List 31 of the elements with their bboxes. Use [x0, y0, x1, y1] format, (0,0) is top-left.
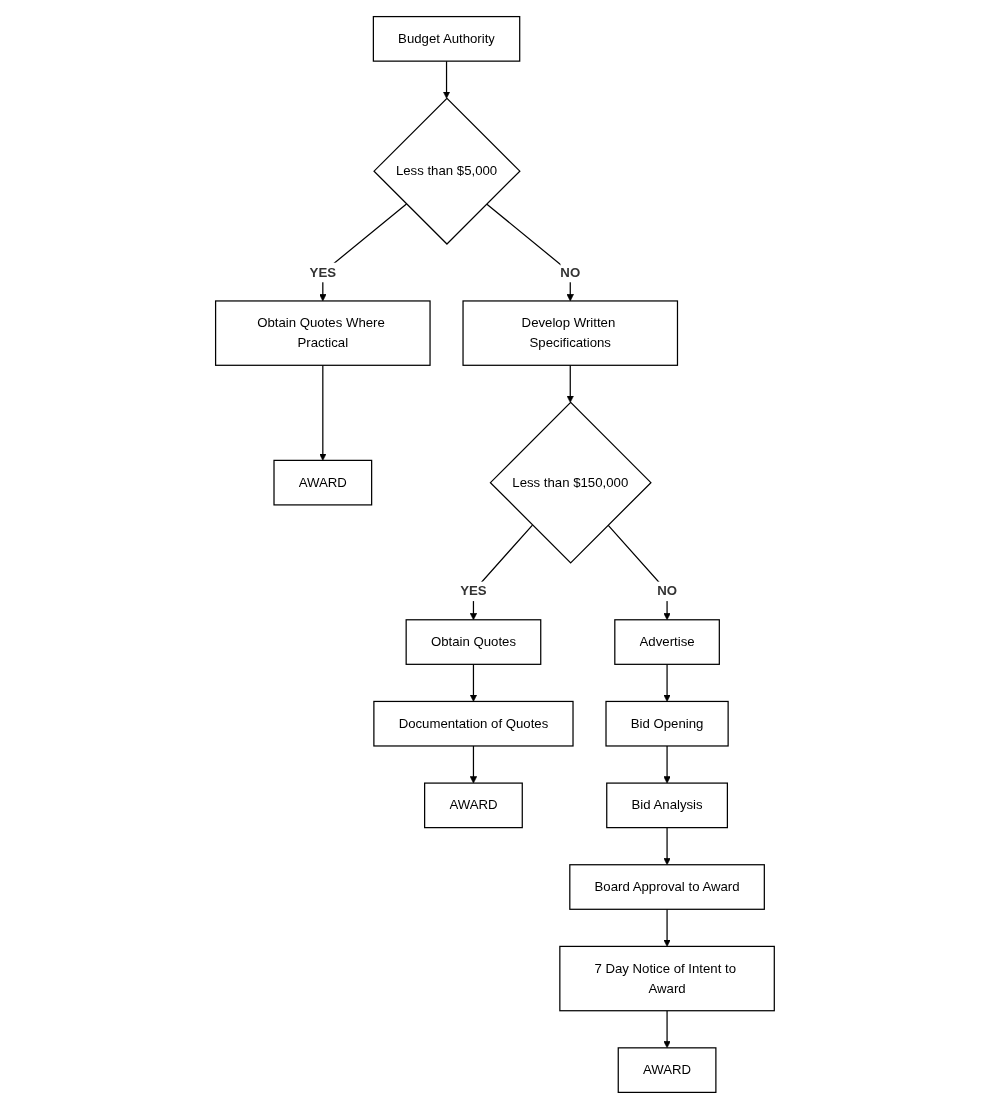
arrow: [442, 60, 450, 99]
node-box: AWARD: [617, 1047, 717, 1093]
node-box: AWARD: [272, 459, 372, 506]
arrow: [469, 745, 477, 784]
arrow: [663, 827, 671, 866]
edge-label: YES: [459, 583, 487, 598]
node-box: Obtain Quotes Where Practical: [214, 300, 431, 366]
arrow: [485, 203, 574, 302]
arrow: [607, 524, 671, 621]
arrow: [663, 908, 671, 947]
arrow: [663, 663, 671, 702]
arrow: [566, 364, 574, 403]
node-box: AWARD: [423, 782, 523, 829]
node-box: Documentation of Quotes: [372, 700, 574, 747]
node-box: Develop Written Specifications: [461, 300, 678, 366]
edge-label: YES: [309, 265, 336, 280]
edge-label: NO: [656, 583, 677, 598]
node-diamond: Less than $5,000: [372, 97, 521, 245]
arrow: [663, 745, 671, 784]
node-box: Advertise: [613, 619, 720, 665]
arrow: [663, 1010, 671, 1049]
node-box: Bid Analysis: [605, 782, 728, 829]
node-box: Board Approval to Award: [568, 864, 765, 910]
node-box: 7 Day Notice of Intent to Award: [558, 945, 775, 1012]
arrow: [469, 663, 477, 702]
edge-label: NO: [559, 265, 580, 280]
node-box: Budget Authority: [372, 16, 520, 62]
node-diamond: Less than $150,000: [489, 401, 652, 564]
node-box: Bid Opening: [604, 700, 729, 747]
node-box: Obtain Quotes: [405, 619, 541, 665]
arrow: [318, 364, 326, 461]
